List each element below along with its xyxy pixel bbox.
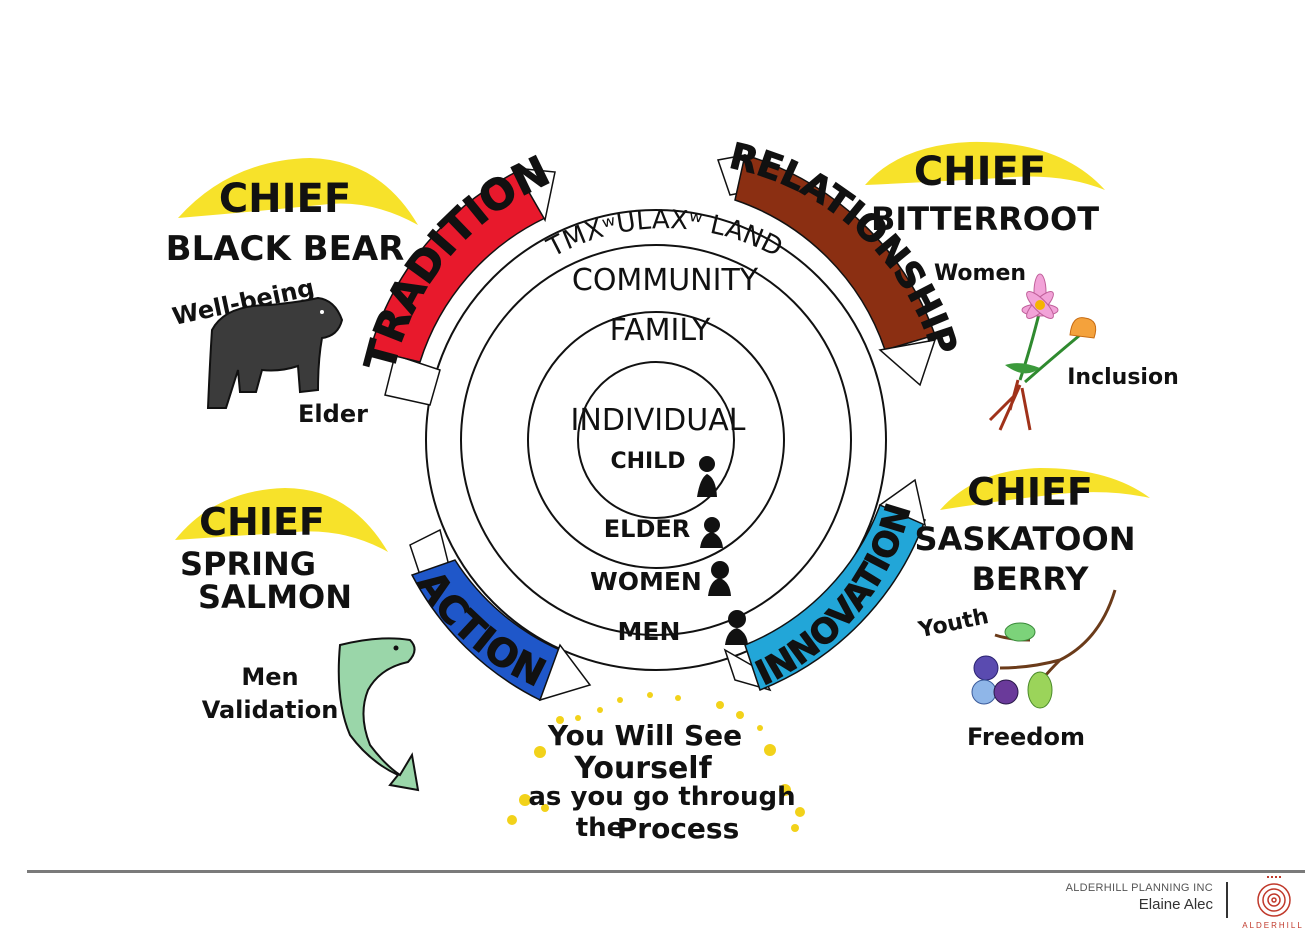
chief-title: CHIEF xyxy=(967,470,1093,514)
member-label-child: CHILD xyxy=(610,449,685,474)
tradition-arrow-tail xyxy=(384,354,441,406)
svg-text:ACTION: ACTION xyxy=(409,563,553,695)
concentric-rings xyxy=(425,209,887,671)
message-line-2: Yourself xyxy=(573,751,712,786)
woman-silhouette-icon xyxy=(708,561,731,596)
chief-spring-salmon: CHIEF SPRING SALMON Men Validation xyxy=(175,488,420,792)
chief-name-2: BERRY xyxy=(972,560,1090,598)
chief-name: SPRING xyxy=(180,545,316,583)
chief-bitterroot: CHIEF BITTERROOT Women Inclusion xyxy=(865,141,1179,431)
alderhill-logo-icon xyxy=(1257,876,1291,917)
chief-title: CHIEF xyxy=(199,500,325,544)
salmon-icon xyxy=(337,637,420,792)
message-line-4b: Process xyxy=(617,812,740,845)
relationship-arrow-head xyxy=(878,339,937,387)
chief-note-women: Women xyxy=(934,261,1026,286)
logo-wordmark: ALDERHILL xyxy=(1242,921,1304,930)
child-silhouette-icon xyxy=(697,456,717,497)
member-label-men: MEN xyxy=(618,617,681,646)
chief-name: SASKATOON xyxy=(915,520,1136,558)
svg-text:INNOVATION: INNOVATION xyxy=(750,499,920,694)
chief-name: BITTERROOT xyxy=(871,200,1099,238)
chief-name: BLACK BEAR xyxy=(166,229,405,269)
elder-silhouette-icon xyxy=(700,517,723,548)
chief-title: CHIEF xyxy=(219,176,351,222)
ring-individual xyxy=(577,361,735,519)
sparkle-dots xyxy=(507,692,805,832)
footer-company: ALDERHILL PLANNING INC xyxy=(1065,882,1213,894)
bear-icon xyxy=(206,296,344,409)
member-label-women: WOMEN xyxy=(590,567,702,596)
ring-family xyxy=(527,311,785,569)
tradition-arrow-head xyxy=(513,167,556,223)
ring-community xyxy=(460,244,852,636)
chief-note-validation: Validation xyxy=(202,696,339,724)
member-label-elder: ELDER xyxy=(604,515,690,543)
chief-banner xyxy=(178,158,418,225)
ring-label-land: TMXʷULAXʷ LAND xyxy=(542,205,788,264)
chief-name-2: SALMON xyxy=(198,578,352,616)
footer-credit: ALDERHILL PLANNING INC Elaine Alec xyxy=(1066,882,1213,913)
action-arrow-head xyxy=(538,643,592,702)
berry-icon xyxy=(971,589,1117,709)
message-line-1: You Will See xyxy=(547,719,742,752)
innovation-arrow-head xyxy=(878,478,927,527)
innovation-arrow: INNOVATION xyxy=(723,478,927,694)
chief-note-inclusion: Inclusion xyxy=(1067,365,1179,390)
message-line-3: as you go through xyxy=(528,782,795,812)
chief-banner xyxy=(175,488,388,552)
chief-note-youth: Youth xyxy=(915,604,991,643)
chief-title: CHIEF xyxy=(914,149,1046,195)
chief-note-elder: Elder xyxy=(298,400,368,428)
chief-saskatoon-berry: CHIEF SASKATOON BERRY Youth Freedom xyxy=(915,468,1150,751)
ring-label-individual: INDIVIDUAL xyxy=(571,403,746,438)
chief-note-freedom: Freedom xyxy=(967,723,1085,751)
footer-divider xyxy=(27,870,1305,873)
ring-label-community: COMMUNITY xyxy=(572,263,759,298)
man-silhouette-icon xyxy=(725,610,748,645)
tradition-arrow: TRADITION xyxy=(355,146,557,406)
members-list: CHILD ELDER WOMEN MEN xyxy=(590,449,748,646)
bitterroot-flower-icon xyxy=(988,273,1097,431)
ring-label-family: FAMILY xyxy=(610,313,711,348)
message-line-4a: the xyxy=(576,813,625,843)
chief-banner xyxy=(940,468,1150,510)
chief-banner xyxy=(865,141,1105,190)
footer-separator xyxy=(1226,882,1228,918)
central-message: You Will See Yourself as you go through … xyxy=(507,692,805,845)
footer-author: Elaine Alec xyxy=(1138,896,1213,913)
chief-note-men: Men xyxy=(241,663,298,691)
ring-land xyxy=(425,209,887,671)
chief-black-bear: CHIEF BLACK BEAR Well-being Elder xyxy=(166,158,418,428)
